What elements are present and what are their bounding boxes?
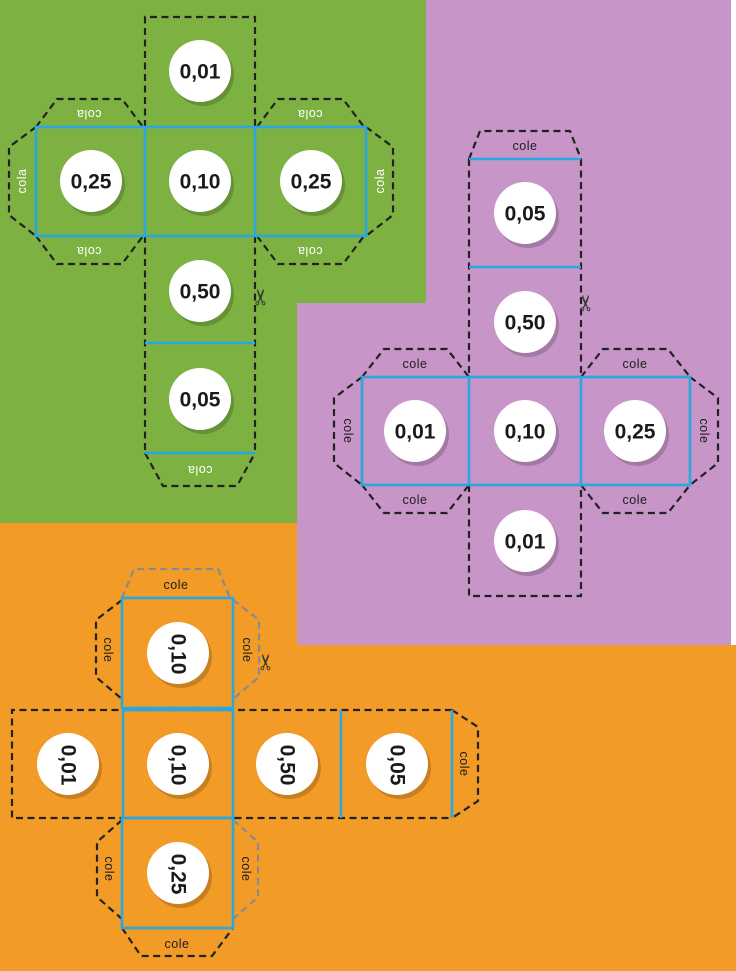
glue-tab-outline (232, 599, 261, 700)
fold-line (120, 596, 235, 710)
die-face: 0,10 (147, 622, 212, 688)
die-face: 0,01 (384, 400, 449, 466)
glue-tab-label: cole (513, 139, 538, 153)
glue-tab-label: cole (403, 493, 428, 507)
glue-tab-label: cola (15, 169, 29, 194)
fold-line (360, 375, 692, 487)
die-face: 0,10 (147, 733, 212, 799)
die-face: 0,10 (169, 150, 234, 216)
cut-line (143, 15, 257, 127)
die-face-value: 0,01 (395, 421, 436, 444)
glue-tab-label: cole (403, 357, 428, 371)
die-face: 0,01 (494, 510, 559, 576)
glue-tab-outline (7, 126, 37, 237)
glue-tab-outline (361, 484, 470, 515)
die-face: 0,05 (169, 368, 234, 434)
fold-line (34, 125, 368, 238)
glue-tab-label: cola (77, 244, 102, 258)
glue-tab-outline (120, 567, 232, 599)
purple-die-net: cole cole cole cole cole cole cole 0,05 … (332, 129, 720, 598)
glue-tab-outline (689, 376, 720, 486)
glue-tab-label: cole (623, 493, 648, 507)
die-face: 0,01 (37, 733, 102, 799)
glue-tab-label: cole (457, 752, 471, 777)
green-die-net: cola cola cola cola cola cola cola 0,01 … (7, 15, 395, 488)
glue-tab-outline (580, 347, 691, 378)
glue-tab-label: cole (239, 857, 253, 882)
die-face-value: 0,50 (276, 745, 299, 786)
glue-tab-outline (94, 599, 123, 700)
die-face-value: 0,10 (505, 421, 546, 444)
glue-tab-label: cola (188, 463, 213, 477)
die-face: 0,10 (494, 400, 559, 466)
die-face-value: 0,10 (180, 171, 221, 194)
glue-tab-label: cola (77, 107, 102, 121)
scissors-icon: ✂ (249, 288, 274, 306)
glue-tab-label: cola (298, 107, 323, 121)
die-face-value: 0,01 (57, 745, 80, 786)
die-face: 0,50 (169, 260, 234, 326)
glue-tab-outline (144, 452, 256, 488)
die-face-value: 0,25 (615, 421, 656, 444)
glue-tab-outline (121, 927, 234, 958)
glue-tab-label: cola (373, 169, 387, 194)
glue-tab-label: cole (240, 638, 254, 663)
cut-line (467, 485, 583, 598)
glue-tab-label: cole (341, 419, 355, 444)
die-face-value: 0,05 (180, 389, 221, 412)
glue-tab-outline (467, 129, 583, 160)
die-face-value: 0,05 (505, 203, 546, 226)
die-face: 0,05 (494, 182, 559, 248)
glue-tab-outline (451, 709, 480, 819)
glue-tab-label: cole (164, 578, 189, 592)
glue-tab-outline (95, 819, 123, 920)
glue-tab-outline (256, 97, 365, 128)
die-face-value: 0,50 (505, 312, 546, 335)
glue-tab-label: cole (697, 419, 711, 444)
fold-line (120, 816, 235, 930)
scissors-icon: ✂ (254, 653, 279, 671)
die-face: 0,25 (147, 842, 212, 908)
glue-tab-label: cola (298, 244, 323, 258)
die-face-value: 0,01 (180, 61, 221, 84)
glue-tab-label: cole (101, 638, 115, 663)
die-face: 0,25 (60, 150, 125, 216)
die-face-value: 0,25 (71, 171, 112, 194)
page-right-margin (731, 0, 736, 645)
die-face-value: 0,10 (167, 745, 190, 786)
die-face: 0,05 (366, 733, 431, 799)
glue-tab-outline (580, 484, 691, 515)
die-face: 0,25 (280, 150, 345, 216)
die-face: 0,01 (169, 40, 234, 106)
glue-tab-outline (35, 235, 144, 266)
glue-tab-outline (35, 97, 144, 128)
purple-panel-upper (426, 0, 731, 645)
glue-tab-label: cole (165, 937, 190, 951)
glue-tab-outline (365, 126, 395, 237)
glue-tab-label: cole (102, 857, 116, 882)
die-face: 0,50 (256, 733, 321, 799)
die-face-value: 0,25 (291, 171, 332, 194)
die-face-value: 0,25 (167, 854, 190, 895)
die-face-value: 0,10 (167, 634, 190, 675)
glue-tab-outline (232, 819, 260, 920)
die-face: 0,50 (494, 291, 559, 357)
glue-tab-outline (361, 347, 470, 378)
orange-die-net: cole cole cole cole cole cole cole 0,10 … (10, 567, 480, 958)
die-face-value: 0,01 (505, 531, 546, 554)
glue-tab-outline (256, 235, 365, 266)
glue-tab-outline (332, 376, 363, 486)
glue-tab-label: cole (623, 357, 648, 371)
die-face-value: 0,05 (386, 745, 409, 786)
scissors-icon: ✂ (574, 294, 599, 312)
die-face: 0,25 (604, 400, 669, 466)
die-face-value: 0,50 (180, 281, 221, 304)
